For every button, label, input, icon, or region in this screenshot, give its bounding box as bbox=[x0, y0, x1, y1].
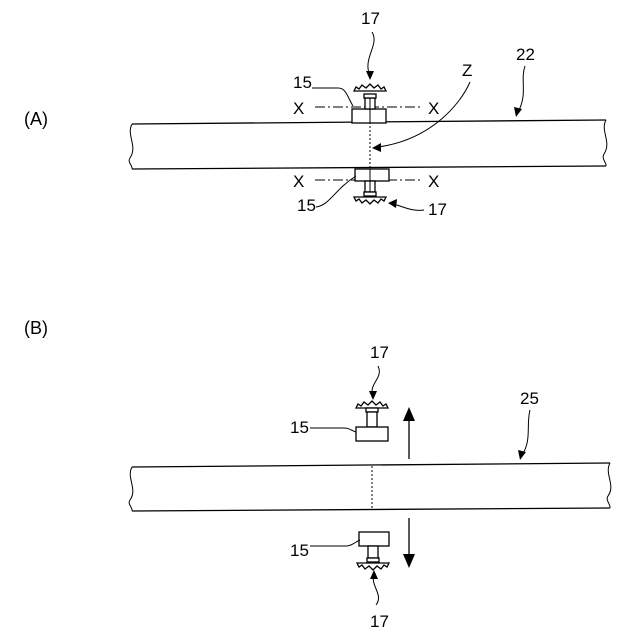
bottom-knob-17-b bbox=[357, 563, 389, 570]
panel-b: (B) bbox=[24, 318, 611, 631]
bottom-block-15-b bbox=[359, 532, 389, 546]
label-x-top-left: X bbox=[293, 99, 304, 118]
up-arrow bbox=[403, 407, 415, 459]
bottom-block-15-a bbox=[355, 169, 389, 181]
bottom-collar-a bbox=[364, 192, 376, 196]
label-17-top-b: 17 bbox=[370, 343, 389, 362]
bottom-knob-17-a bbox=[354, 197, 386, 204]
top-block-15-a bbox=[352, 109, 386, 123]
top-block-15-b bbox=[356, 427, 388, 441]
label-17-bottom-b: 17 bbox=[370, 612, 389, 631]
bottom-fastener-a bbox=[354, 169, 389, 204]
panel-a: (A) 17 bbox=[24, 9, 607, 219]
top-stem-b bbox=[367, 412, 377, 427]
label-22: 22 bbox=[516, 45, 535, 64]
label-15-top-a: 15 bbox=[293, 73, 312, 92]
label-15-top-b: 15 bbox=[290, 418, 309, 437]
belt-22 bbox=[129, 120, 607, 169]
bottom-stem-b bbox=[368, 546, 378, 558]
top-knob-17-a bbox=[354, 84, 386, 91]
top-fastener-b bbox=[356, 401, 388, 441]
panel-a-label: (A) bbox=[24, 109, 48, 129]
label-x-bottom-right: X bbox=[428, 172, 439, 191]
label-15-bottom-a: 15 bbox=[297, 196, 316, 215]
panel-b-label: (B) bbox=[24, 318, 48, 338]
top-collar-a bbox=[364, 94, 376, 98]
label-25: 25 bbox=[520, 389, 539, 408]
label-17-bottom-a: 17 bbox=[428, 200, 447, 219]
down-arrow bbox=[403, 518, 415, 568]
top-fastener-a bbox=[352, 84, 386, 123]
label-x-bottom-left: X bbox=[293, 172, 304, 191]
top-knob-17-b bbox=[356, 401, 388, 408]
label-x-top-right: X bbox=[428, 99, 439, 118]
bottom-fastener-b bbox=[357, 532, 389, 570]
label-z: Z bbox=[462, 61, 472, 80]
bottom-collar-b bbox=[367, 558, 379, 562]
belt-25 bbox=[129, 463, 611, 511]
label-17-top-a: 17 bbox=[361, 9, 380, 28]
label-15-bottom-b: 15 bbox=[290, 541, 309, 560]
